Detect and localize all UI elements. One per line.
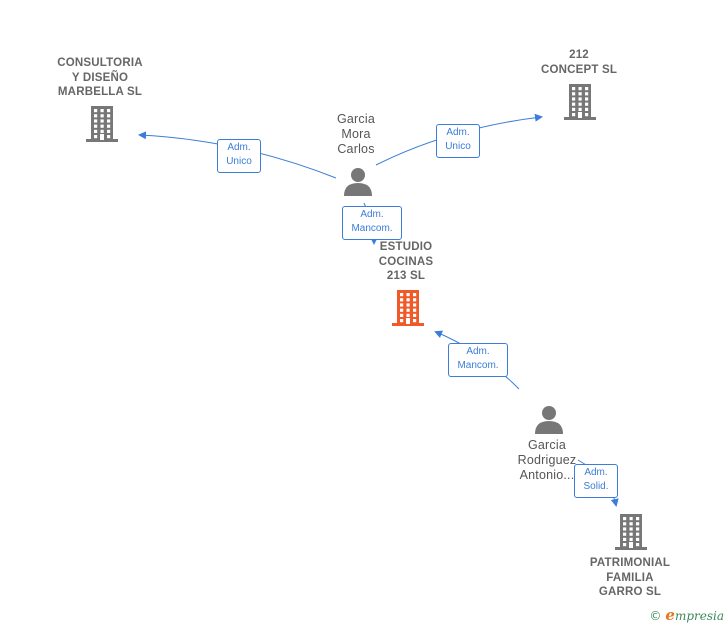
building-icon[interactable] [615,514,647,550]
building-icon[interactable] [564,84,596,120]
building-icon[interactable] [392,290,424,326]
building-icon[interactable] [86,106,118,142]
person-icon[interactable] [534,404,564,434]
relation-label-mora-concept[interactable]: Adm. Unico [436,124,480,158]
person-garcia-mora-name[interactable]: Garcia Mora Carlos [336,112,376,156]
copyright-symbol: © [649,609,662,623]
empresia-logo[interactable]: ©empresia [649,606,724,624]
company-concept-name[interactable]: 212 CONCEPT SL [540,49,618,76]
company-estudio-name[interactable]: ESTUDIO COCINAS 213 SL [378,241,434,282]
company-consultoria-name[interactable]: CONSULTORIA Y DISEÑO MARBELLA SL [57,57,143,98]
person-icon[interactable] [343,166,373,196]
company-patrimonial-name[interactable]: PATRIMONIAL FAMILIA GARRO SL [589,557,671,598]
relation-label-rodriguez-estudio[interactable]: Adm. Mancom. [448,343,508,377]
relation-label-mora-estudio[interactable]: Adm. Mancom. [342,206,402,240]
relation-label-rodriguez-patrimonial[interactable]: Adm. Solid. [574,464,618,498]
relation-label-mora-consultoria[interactable]: Adm. Unico [217,139,261,173]
person-garcia-rodriguez-name[interactable]: Garcia Rodriguez Antonio... [517,438,577,482]
